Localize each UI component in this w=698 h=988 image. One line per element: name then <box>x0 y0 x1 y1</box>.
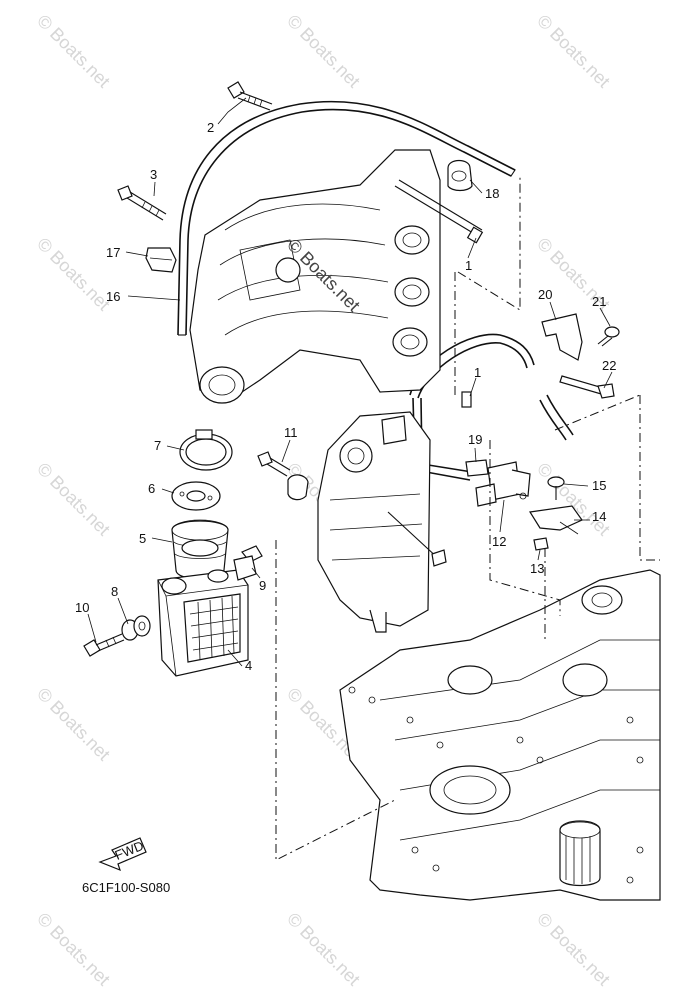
callouts: 2 3 17 16 1 1 18 7 6 5 4 8 9 10 11 12 13… <box>75 120 616 673</box>
bolt-2 <box>227 81 273 111</box>
callout-10: 10 <box>75 600 89 615</box>
collar-9 <box>233 545 263 581</box>
gasket-6 <box>171 481 221 511</box>
callout-7: 7 <box>154 438 161 453</box>
callout-5: 5 <box>139 531 146 546</box>
callout-13: 13 <box>530 561 544 576</box>
bolt-11 <box>257 451 309 501</box>
screw-15 <box>547 476 565 500</box>
joint-5 <box>171 519 229 580</box>
watermark: © Boats.net <box>33 684 114 765</box>
callout-18: 18 <box>485 186 499 201</box>
callout-8: 8 <box>111 584 118 599</box>
screw-21 <box>597 326 620 347</box>
bracket-14 <box>529 505 583 535</box>
bolt-3 <box>117 185 167 221</box>
callout-20: 20 <box>538 287 552 302</box>
callout-12: 12 <box>492 534 506 549</box>
clamp-18 <box>447 159 473 192</box>
fwd-arrow-icon: FWD <box>98 837 147 872</box>
watermark: © Boats.net <box>33 909 114 988</box>
nut-13 <box>533 537 549 551</box>
callout-2: 2 <box>207 120 214 135</box>
callout-17: 17 <box>106 245 120 260</box>
leader-lines <box>87 97 613 667</box>
fuel-unit <box>317 411 447 633</box>
watermark: © Boats.net <box>283 11 364 92</box>
callout-14: 14 <box>592 509 606 524</box>
intake-manifold <box>189 149 441 404</box>
callout-15: 15 <box>592 478 606 493</box>
part-code: 6C1F100-S080 <box>82 880 170 895</box>
bolt-10 <box>83 633 125 657</box>
callout-21: 21 <box>592 294 606 309</box>
silencer-4 <box>157 569 249 677</box>
tie-22 <box>559 375 615 399</box>
collar-8 <box>121 615 151 641</box>
clamp-17 <box>145 247 177 273</box>
callout-6: 6 <box>148 481 155 496</box>
callout-1-lower: 1 <box>474 365 481 380</box>
callout-1-upper: 1 <box>465 258 472 273</box>
bracket-20 <box>541 313 583 361</box>
engine-block <box>339 569 661 901</box>
watermark: © Boats.net <box>33 459 114 540</box>
callout-16: 16 <box>106 289 120 304</box>
callout-3: 3 <box>150 167 157 182</box>
watermark: © Boats.net <box>533 909 614 988</box>
clamp-7 <box>179 429 233 471</box>
watermark: © Boats.net <box>33 11 114 92</box>
sensor-12 <box>475 461 531 507</box>
watermark: © Boats.net <box>33 234 114 315</box>
callout-9: 9 <box>259 578 266 593</box>
callout-4: 4 <box>245 658 252 673</box>
callout-11: 11 <box>284 425 298 440</box>
reference-lines <box>275 175 660 861</box>
clip-19 <box>465 459 489 477</box>
callout-22: 22 <box>602 358 616 373</box>
watermark: © Boats.net <box>283 909 364 988</box>
watermark: © Boats.net <box>533 11 614 92</box>
callout-19: 19 <box>468 432 482 447</box>
dowel-parts <box>394 179 484 408</box>
